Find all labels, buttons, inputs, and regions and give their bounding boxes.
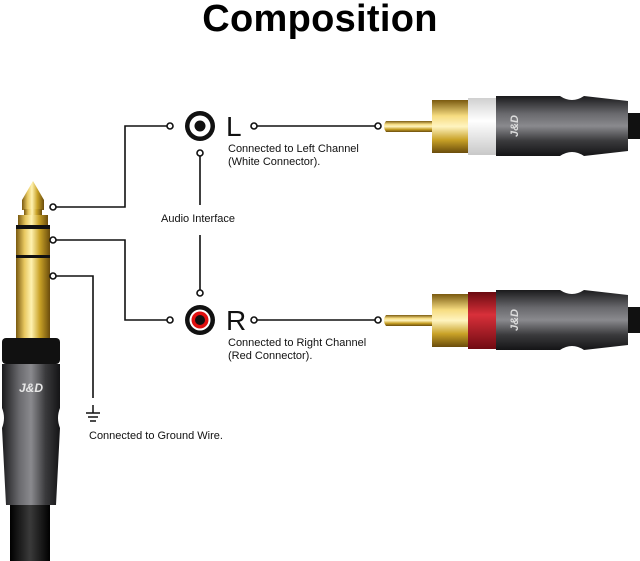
ground-wire-label: Connected to Ground Wire. [89,430,223,442]
red-band [468,292,496,349]
brand-logo: J&D [509,309,521,331]
white-band [468,98,496,155]
plug-collar [2,338,60,364]
audio-interface-label: Audio Interface [161,213,235,225]
left-jack-icon [185,111,215,141]
left-channel-caption-line2: (White Connector). [228,156,321,168]
trs-plug: J&D [2,181,60,561]
plug-body [2,364,60,505]
left-channel-letter: L [226,111,242,142]
rca-plug-red: J&D [384,290,640,350]
cable [10,505,50,561]
right-channel-caption-line1: Connected to Right Channel [228,337,367,349]
insulator-ring [16,225,50,229]
right-channel-letter: R [226,305,247,336]
plug-tip [22,181,44,210]
brand-logo: J&D [19,381,43,395]
brand-logo: J&D [509,115,521,137]
right-channel-caption-line2: (Red Connector). [228,350,313,362]
left-channel-caption-line1: Connected to Left Channel [228,143,359,155]
page-title: Composition [202,0,438,40]
insulator-ring [16,255,50,258]
connection-points [49,122,382,324]
rca-plug-white: J&D [384,96,640,156]
ground-icon [86,405,100,422]
wiring [55,125,376,398]
right-jack-icon [185,305,215,335]
plug-sleeve [16,258,50,338]
